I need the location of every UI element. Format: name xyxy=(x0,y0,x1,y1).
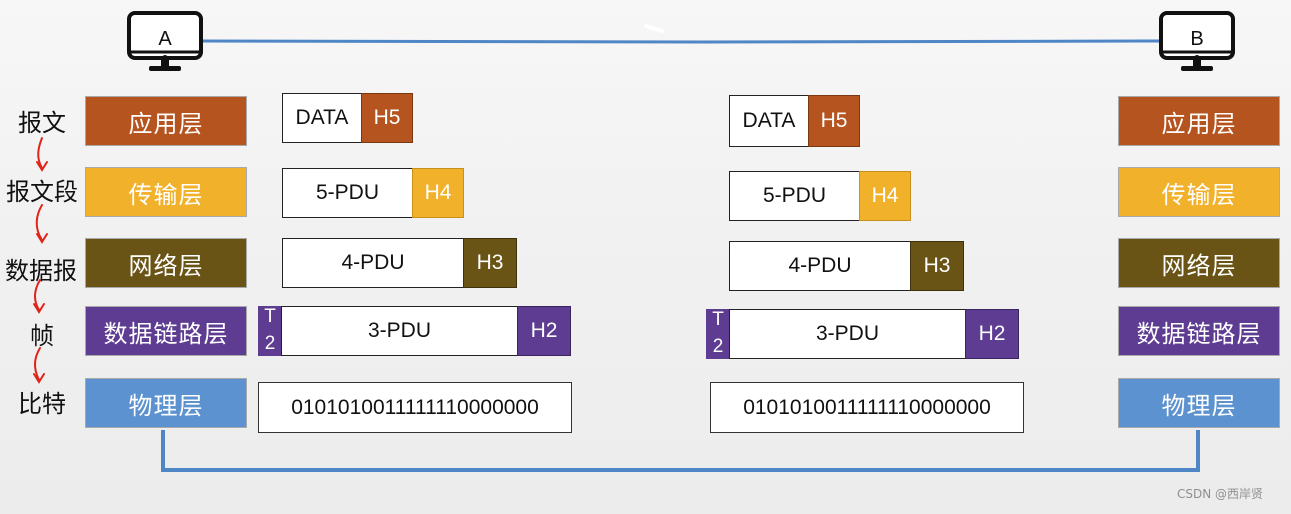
data-block-a: DATA xyxy=(282,93,362,143)
top-link-line-left xyxy=(199,39,704,44)
h3-header-b: H3 xyxy=(910,241,964,291)
watermark: CSDN @西岸贤 xyxy=(1176,487,1263,501)
pdu-name-bit: 比特 xyxy=(18,390,66,418)
h2-header-b: H2 xyxy=(965,309,1019,359)
layer-datalink-a: 数据链路层 xyxy=(85,306,247,356)
pdu-name-frame: 帧 xyxy=(30,322,54,350)
h2-header-a: H2 xyxy=(517,306,571,356)
pdu-name-datagram: 数据报 xyxy=(5,257,77,285)
computer-icon-a: A xyxy=(126,10,204,76)
layer-datalink-b: 数据链路层 xyxy=(1118,306,1280,356)
pdu4-block-b: 4-PDU xyxy=(729,241,911,291)
layer-transport-a: 传输层 xyxy=(85,167,247,217)
data-block-b: DATA xyxy=(729,95,809,147)
pdu-name-segment: 报文段 xyxy=(6,178,78,206)
down-arrow-icon xyxy=(33,137,48,384)
host-a-label: A xyxy=(158,28,172,50)
pdu-name-message: 报文 xyxy=(18,109,66,137)
h4-header-b: H4 xyxy=(859,171,911,221)
layer-application-b: 应用层 xyxy=(1118,96,1280,146)
layer-network-b: 网络层 xyxy=(1118,238,1280,288)
layer-physical-b: 物理层 xyxy=(1118,378,1280,428)
layer-network-a: 网络层 xyxy=(85,238,247,288)
t2-trailer-a: T 2 xyxy=(258,306,282,356)
t2-trailer-top-a: T xyxy=(264,306,276,327)
pdu5-block-b: 5-PDU xyxy=(729,171,860,221)
pdu3-block-b: 3-PDU xyxy=(729,309,966,359)
h4-header-a: H4 xyxy=(412,168,464,218)
t2-trailer-bottom-a: 2 xyxy=(264,333,276,354)
pdu5-block-a: 5-PDU xyxy=(282,168,413,218)
t2-trailer-top-b: T xyxy=(712,309,724,330)
t2-trailer-bottom-b: 2 xyxy=(712,336,724,357)
bit-stream-b: 0101010011111110000000 xyxy=(710,382,1024,433)
layer-transport-b: 传输层 xyxy=(1118,167,1280,217)
physical-link-line xyxy=(161,430,1200,472)
cursor-mark xyxy=(644,24,664,33)
h5-header-a: H5 xyxy=(361,93,413,143)
top-link-line-right xyxy=(702,39,1163,44)
layer-physical-a: 物理层 xyxy=(85,378,247,428)
layer-application-a: 应用层 xyxy=(85,96,247,146)
host-b-label: B xyxy=(1190,28,1204,50)
h5-header-b: H5 xyxy=(808,95,860,147)
h3-header-a: H3 xyxy=(463,238,517,288)
t2-trailer-b: T 2 xyxy=(706,309,730,359)
pdu4-block-a: 4-PDU xyxy=(282,238,464,288)
pdu3-block-a: 3-PDU xyxy=(281,306,518,356)
computer-icon-b: B xyxy=(1158,10,1236,76)
bit-stream-a: 0101010011111110000000 xyxy=(258,382,572,433)
